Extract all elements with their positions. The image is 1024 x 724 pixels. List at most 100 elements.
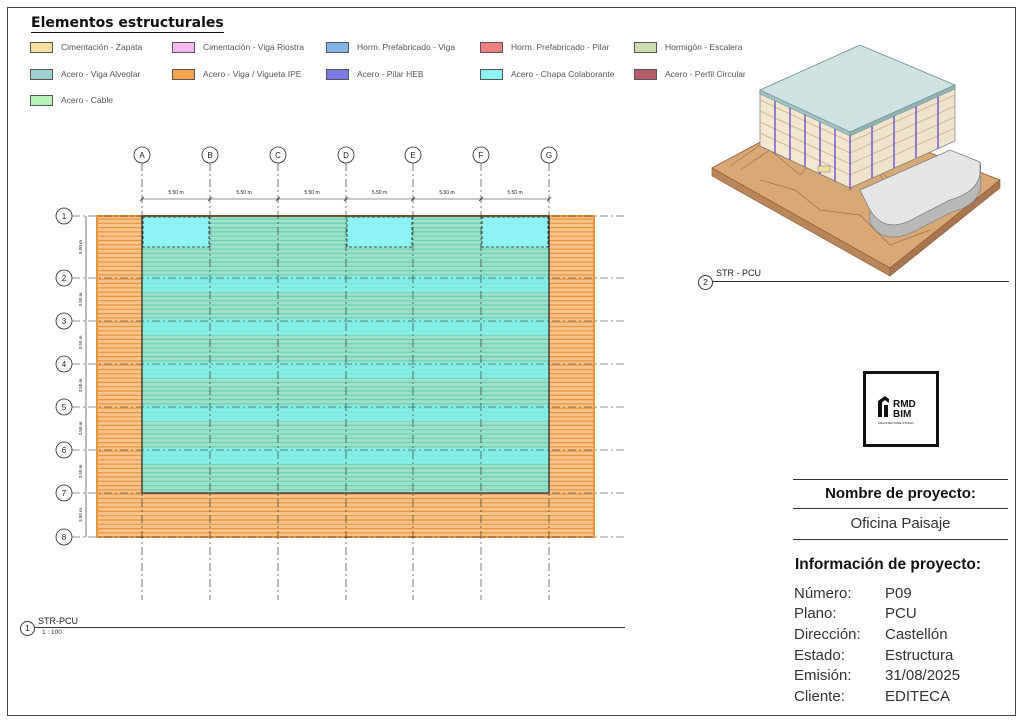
info-row: Plano: PCU <box>794 605 917 622</box>
steel-deck-band <box>142 276 549 292</box>
dimension-label: 3.50 m <box>78 292 83 306</box>
legend-item: Acero - Chapa Colaborante <box>480 67 614 81</box>
grid-label-6: 6 <box>62 446 67 455</box>
legend-item: Acero - Pilar HEB <box>326 67 424 81</box>
legend-swatch <box>634 41 657 53</box>
info-key: Estado: <box>794 647 845 664</box>
legend-swatch <box>30 68 53 80</box>
info-key: Plano: <box>794 605 837 622</box>
legend-label: Hormigón - Escalera <box>665 42 743 52</box>
steel-deck-band <box>142 362 549 378</box>
isometric-3d-view <box>711 44 1001 277</box>
joist-bay-bottom <box>142 493 549 537</box>
dimension-label: 5.00 m <box>78 240 83 254</box>
steel-deck-band <box>142 319 549 335</box>
grid-bubble-8 <box>55 528 73 546</box>
info-value: Estructura <box>885 647 954 664</box>
grid-bubble-6 <box>55 441 73 459</box>
legend-item: Acero - Viga Alveolar <box>30 67 140 81</box>
legend-label: Cimentación - Viga Riostra <box>203 42 304 52</box>
title-block-line <box>793 479 1008 480</box>
legend-swatch <box>480 41 503 53</box>
dimension-label: 3.50 m <box>78 378 83 392</box>
legend-item: Hormigón - Escalera <box>634 40 742 54</box>
legend-title: Elementos estructurales <box>31 15 224 33</box>
dimension-label: 5.50 m <box>439 190 454 196</box>
legend-item: Acero - Cable <box>30 93 113 107</box>
grid-bubble-F <box>472 146 490 164</box>
view-title-line-1 <box>35 627 625 628</box>
info-row: Dirección: Castellón <box>794 626 948 643</box>
dimension-label: 3.50 m <box>78 421 83 435</box>
grid-label-4: 4 <box>62 360 67 369</box>
grid-bubble-3 <box>55 312 73 330</box>
grid-bubble-1 <box>55 207 73 225</box>
legend-label: Acero - Perfil Circular <box>665 69 746 79</box>
legend-label: Acero - Viga Alveolar <box>61 69 141 79</box>
legend-swatch <box>326 41 349 53</box>
grid-bubble-4 <box>55 355 73 373</box>
info-value: Castellón <box>885 626 948 643</box>
legend-swatch <box>30 94 53 106</box>
joist-bay-right <box>549 216 594 537</box>
legend-label: Acero - Cable <box>61 95 113 105</box>
logo-tagline: ARCHITECTURE STUDIO <box>878 421 914 425</box>
dimension-label: 3.50 m <box>78 335 83 349</box>
legend-item: Cimentación - Zapata <box>30 40 142 54</box>
grid-label-E: E <box>410 151 415 160</box>
view-number-1: 1 <box>20 621 35 636</box>
info-key: Cliente: <box>794 688 845 705</box>
project-info-title: Información de proyecto: <box>795 556 982 573</box>
project-name: Oficina Paisaje <box>850 515 951 532</box>
grid-bubble-A <box>133 146 151 164</box>
legend-swatch <box>30 41 53 53</box>
grid-label-8: 8 <box>62 533 67 542</box>
legend-item: Acero - Perfil Circular <box>634 67 746 81</box>
project-name-label: Nombre de proyecto: <box>825 485 976 502</box>
grid-bubble-5 <box>55 398 73 416</box>
legend-swatch <box>480 68 503 80</box>
view-title-2: STR - PCU <box>716 268 761 278</box>
grid-label-3: 3 <box>62 317 67 326</box>
opening-fill <box>143 217 209 247</box>
info-key: Emisión: <box>794 667 852 684</box>
legend-item: Cimentación - Viga Riostra <box>172 40 304 54</box>
info-row: Emisión:31/08/2025 <box>794 667 960 684</box>
grid-label-2: 2 <box>62 274 67 283</box>
steel-deck-band <box>142 448 549 464</box>
grid-label-G: G <box>546 151 552 160</box>
info-row: Cliente: EDITECA <box>794 688 950 705</box>
dimension-label: 3.50 m <box>78 508 83 522</box>
opening-fill <box>347 217 412 247</box>
grid-label-A: A <box>139 151 145 160</box>
info-value: EDITECA <box>885 688 951 705</box>
dimension-label: 5.50 m <box>507 190 522 196</box>
info-row: Estado: Estructura <box>794 647 953 664</box>
grid-bubble-E <box>404 146 422 164</box>
opening-fill <box>482 217 548 247</box>
legend-swatch <box>172 68 195 80</box>
grid-bubble-B <box>201 146 219 164</box>
title-block-line <box>793 508 1008 509</box>
view-title-line-2 <box>712 281 1009 282</box>
legend-swatch <box>634 68 657 80</box>
legend-label: Horm. Prefabricado - Viga <box>357 42 456 52</box>
grid-label-D: D <box>343 151 349 160</box>
legend-swatch <box>172 41 195 53</box>
grid-label-7: 7 <box>62 489 67 498</box>
logo-line2: BIM <box>893 409 911 420</box>
info-value: P09 <box>885 585 912 602</box>
info-value: PCU <box>885 605 917 622</box>
title-block-line <box>793 539 1008 540</box>
grid-label-1: 1 <box>62 212 67 221</box>
steel-deck-band <box>142 405 549 421</box>
grid-bubble-7 <box>55 484 73 502</box>
info-row: Número: P09 <box>794 585 912 602</box>
legend-label: Horm. Prefabricado - Pilar <box>511 42 610 52</box>
grid-label-F: F <box>479 151 484 160</box>
info-key: Dirección: <box>794 626 861 643</box>
dimension-label: 3.50 m <box>78 464 83 478</box>
info-key: Número: <box>794 585 852 602</box>
grid-bubble-2 <box>55 269 73 287</box>
